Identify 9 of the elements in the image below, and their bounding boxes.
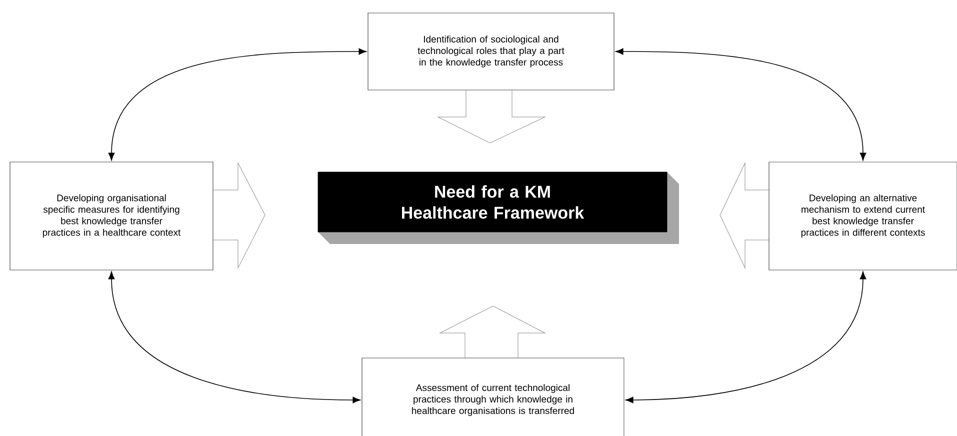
callout-box: Identification of sociological and technological roles that play a part in the knowledge transfer process [368,12,614,144]
callout-box: Assessment of current technological practices through which knowledge in healthcare organisations is transferred [362,306,624,436]
double-arrow [616,48,866,160]
callout-box: Developing an alternative mechanism to extend current best knowledge transfer practices in different contexts [720,162,957,270]
title-box: Need for a KM Healthcare Framework [318,172,679,244]
double-arrow [108,272,361,404]
callout-box: Developing organisational specific measures for identifying best knowledge transfer practices in a healthcare context [10,162,266,270]
double-arrow [108,48,366,160]
double-arrow [626,272,866,404]
